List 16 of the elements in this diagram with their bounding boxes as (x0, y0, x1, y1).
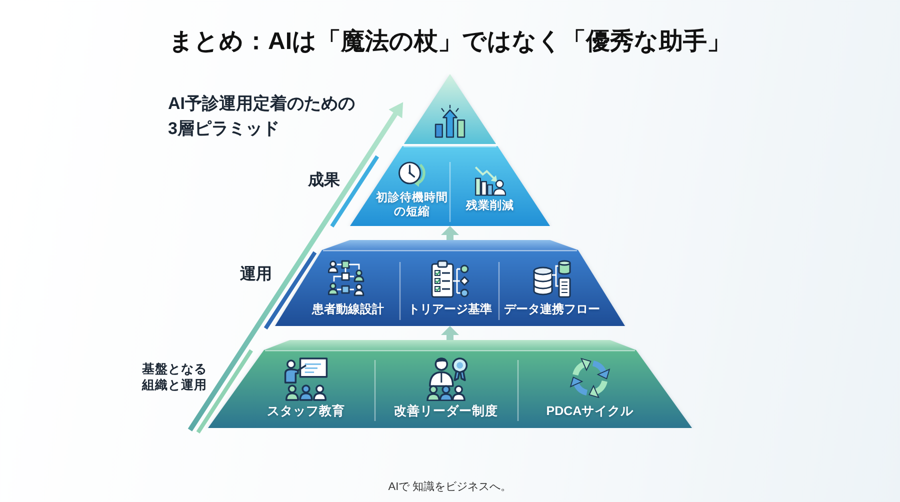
tier-heading: 成果 (308, 171, 340, 191)
subtitle: AI予診運用定着のための3層ピラミッド (168, 93, 356, 140)
arrow (441, 326, 459, 340)
item-label: トリアージ基準 (408, 302, 492, 317)
tier-heading: 運用 (240, 265, 272, 285)
item-label: 改善リーダー制度 (394, 404, 498, 420)
arrow (441, 226, 459, 240)
item-label: データ連携フロー (504, 302, 600, 317)
tier-heading: 基盤となる組織と運用 (142, 361, 208, 393)
item-label: 患者動線設計 (312, 302, 384, 317)
title: まとめ：AIは「魔法の杖」ではなく「優秀な助手」 (169, 28, 731, 55)
item-label: 残業削減 (466, 199, 514, 214)
tagline: AIで 知識をビジネスへ。 (388, 481, 512, 493)
item-label: PDCAサイクル (546, 404, 634, 420)
item-label: 初診待機時間の短縮 (376, 191, 448, 220)
item-label: スタッフ教育 (267, 404, 345, 420)
